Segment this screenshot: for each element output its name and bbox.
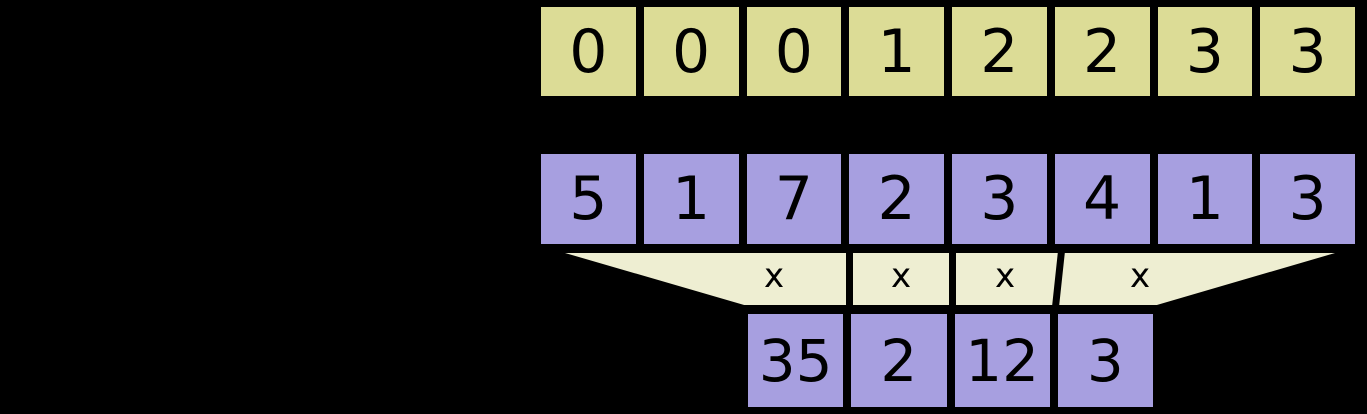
connector-trapezoid-segment-1 (849, 249, 953, 309)
input-value-cell: 4 (1050, 150, 1154, 248)
multiply-operator-icon: x (890, 256, 912, 296)
input-value-cell: 1 (639, 150, 743, 248)
multiply-operator-icon: x (994, 256, 1016, 296)
segment-id-cell: 3 (1256, 3, 1359, 100)
segment-id-cell: 1 (845, 3, 948, 100)
segment-id-cell: 2 (1050, 3, 1154, 100)
input-values-row: 5 1 7 2 3 4 1 3 (537, 150, 1359, 248)
input-value-cell: 1 (1153, 150, 1257, 248)
input-value-cell: 3 (1256, 150, 1359, 248)
connector-shapes-svg (550, 249, 1350, 309)
connector-trapezoid-segment-3 (1054, 249, 1350, 309)
input-value-cell: 5 (537, 150, 640, 248)
segment-grouping-connector: x x x x (0, 248, 1367, 310)
multiply-operator-icon: x (763, 256, 785, 296)
segment-ids-row: 0 0 0 1 2 2 3 3 (537, 3, 1359, 100)
segment-products-row: 35 2 12 3 (744, 310, 1157, 411)
input-value-cell: 7 (742, 150, 846, 248)
connector-trapezoid-segment-2 (952, 249, 1063, 309)
segment-id-cell: 3 (1153, 3, 1257, 100)
segment-product-cell: 35 (744, 310, 848, 411)
segment-product-cell: 3 (1053, 310, 1157, 411)
connector-trapezoid-segment-0 (550, 249, 850, 309)
multiply-operator-icon: x (1129, 256, 1151, 296)
segment-product-cell: 12 (950, 310, 1054, 411)
segment-id-cell: 0 (537, 3, 640, 100)
segment-id-cell: 2 (948, 3, 1051, 100)
segment-id-cell: 0 (639, 3, 743, 100)
input-value-cell: 2 (845, 150, 948, 248)
segment-product-cell: 2 (847, 310, 951, 411)
segment-id-cell: 0 (742, 3, 846, 100)
input-value-cell: 3 (948, 150, 1051, 248)
